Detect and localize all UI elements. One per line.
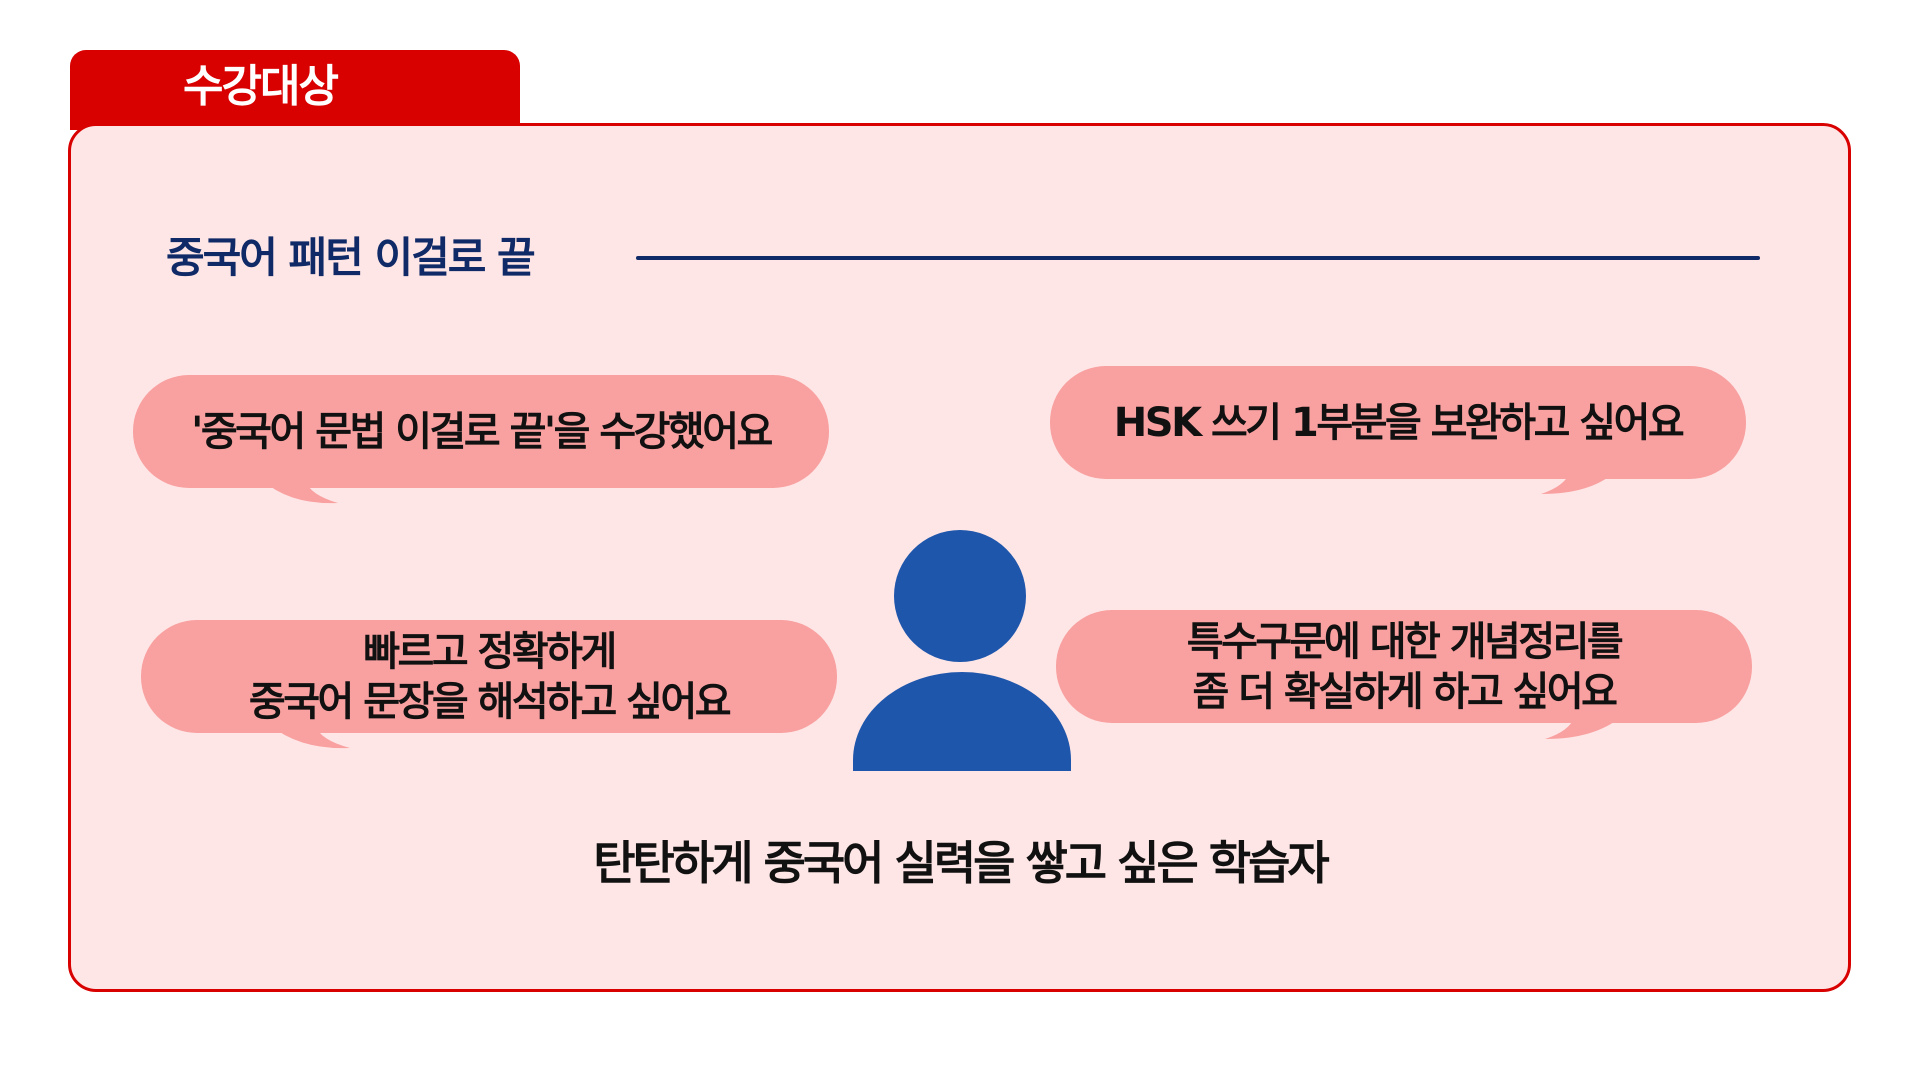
- speech-bubble-3: [141, 620, 837, 749]
- bubble-text-4-line1: 특수구문에 대한 개념정리를: [1186, 618, 1624, 665]
- bubble-text-2: HSK 쓰기 1부분을 보완하고 싶어요: [1113, 399, 1685, 446]
- section-divider: [636, 256, 1760, 260]
- speech-bubble-4: [1056, 610, 1752, 739]
- tab-title: 수강대상: [183, 61, 339, 112]
- tab-header: [70, 50, 520, 130]
- section-title: 중국어 패턴 이걸로 끝: [166, 233, 536, 282]
- speech-bubble-1: [133, 375, 829, 504]
- person-icon: [853, 530, 1071, 771]
- audience-caption: 탄탄하게 중국어 실력을 쌓고 싶은 학습자: [593, 836, 1330, 890]
- bubble-text-4-line2: 좀 더 확실하게 하고 싶어요: [1192, 668, 1618, 715]
- bubble-text-3: 빠르고 정확하게 중국어 문장을 해석하고 싶어요: [141, 620, 837, 733]
- bubble-text-3-line2: 중국어 문장을 해석하고 싶어요: [248, 678, 732, 725]
- bubble-text-4: 특수구문에 대한 개념정리를 좀 더 확실하게 하고 싶어요: [1056, 610, 1752, 723]
- speech-bubble-2: [1050, 366, 1746, 494]
- bubble-text-3-line1: 빠르고 정확하게: [363, 628, 617, 675]
- bubble-text-1: '중국어 문법 이걸로 끝'을 수강했어요: [191, 408, 773, 455]
